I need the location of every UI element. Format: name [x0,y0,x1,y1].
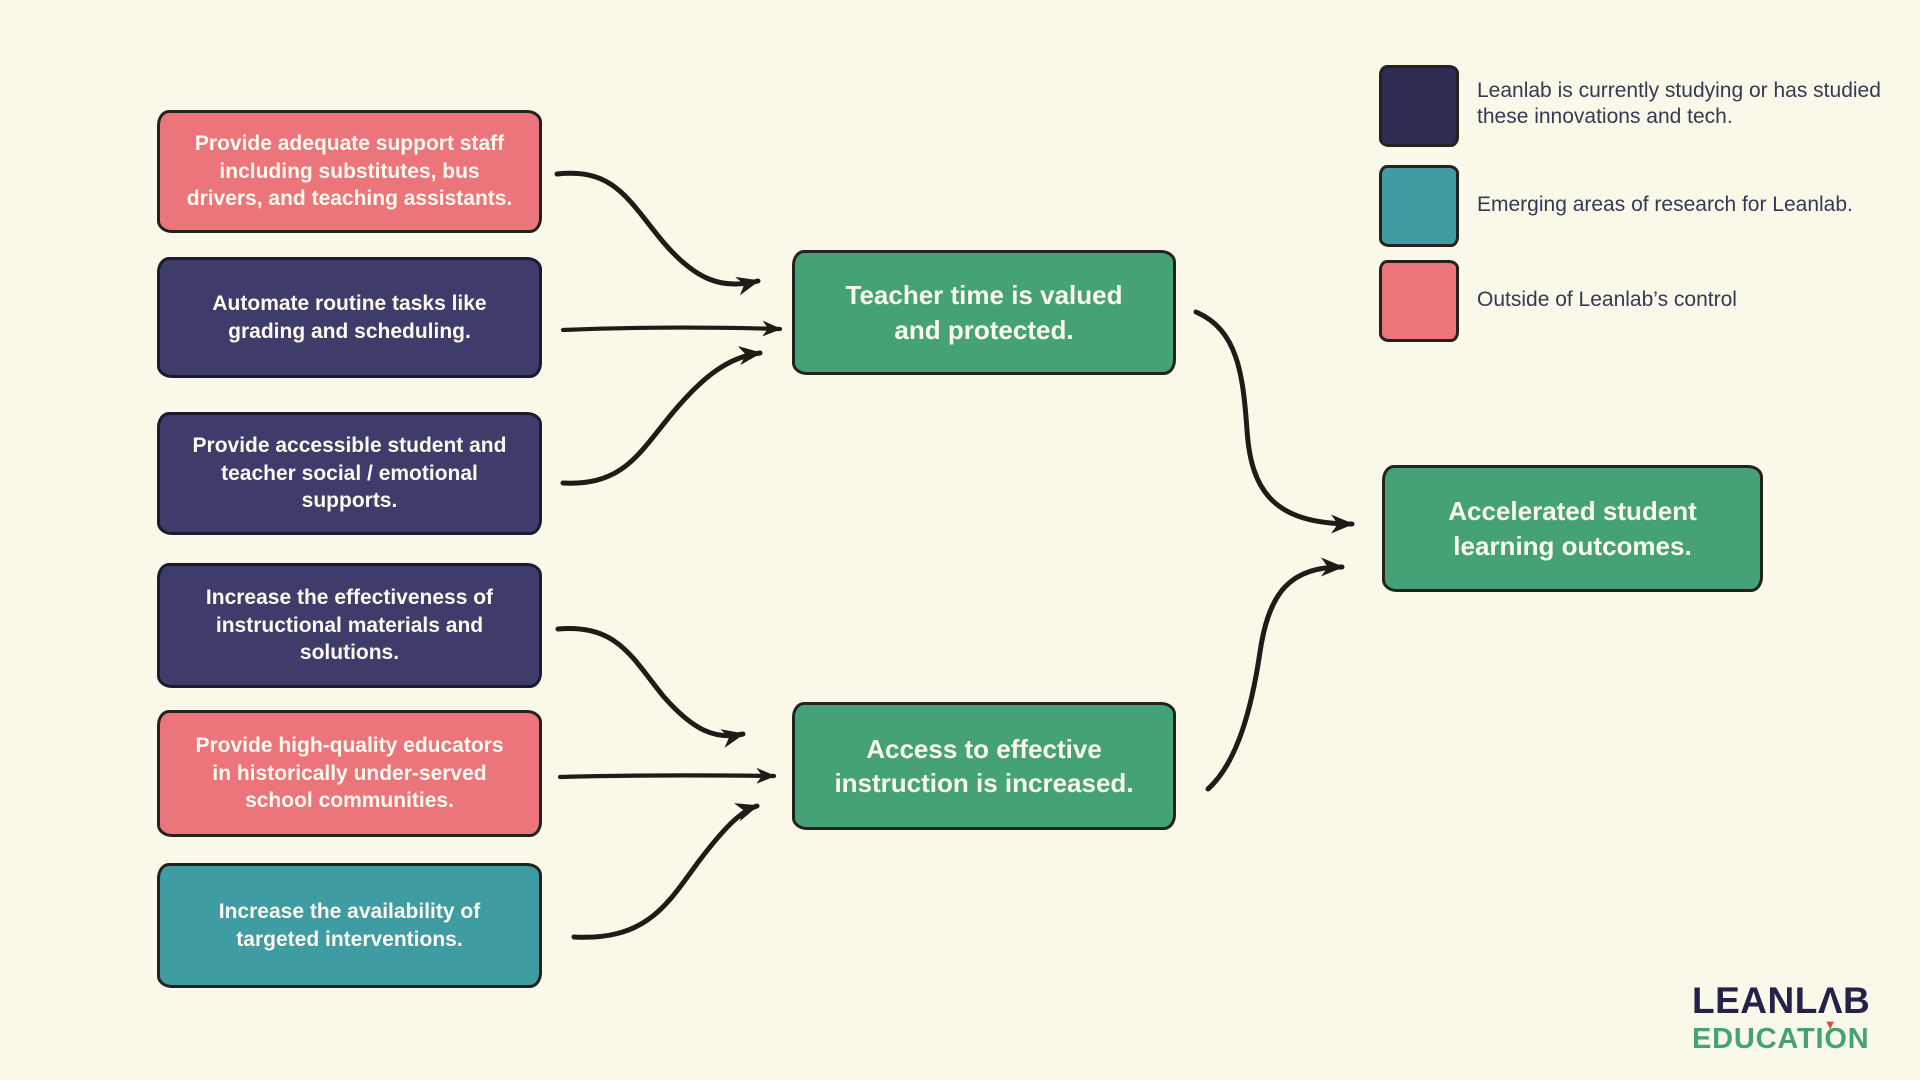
arrow-instructional-materials-to-access [555,626,746,748]
input-box-targeted-interventions: Increase the availability of targeted in… [157,863,542,988]
arrow-automate-tasks-to-teacher-time [560,320,783,337]
outcome-box-teacher-time: Teacher time is valued and protected. [792,250,1176,375]
logo-lambda-glyph: Λ [1817,980,1844,1021]
final-outcome-box-learning-outcomes: Accelerated student learning outcomes. [1382,465,1763,592]
legend-swatch-emerging [1379,165,1459,247]
arrow-support-staff-to-teacher-time [554,170,761,296]
input-box-support-staff: Provide adequate support staff including… [157,110,542,233]
legend-swatch-outside [1379,260,1459,342]
legend-label-emerging: Emerging areas of research for Leanlab. [1477,193,1853,216]
arrow-social-emotional-to-teacher-time [560,346,763,486]
logo-red-triangle-icon: ▼ [1823,1017,1838,1032]
arrow-educators-to-access [557,767,777,784]
input-box-social-emotional: Provide accessible student and teacher s… [157,412,542,535]
legend-label-studied: Leanlab is currently studying or has stu… [1477,79,1881,128]
outcome-box-access-instruction: Access to effective instruction is incre… [792,702,1176,830]
legend-label-outside: Outside of Leanlab’s control [1477,288,1737,311]
arrow-interventions-to-access [571,803,760,940]
input-box-automate-tasks: Automate routine tasks like grading and … [157,257,542,378]
arrow-access-to-final [1205,557,1345,792]
arrow-teacher-time-to-final [1193,309,1355,534]
input-box-instructional-materials: Increase the effectiveness of instructio… [157,563,542,688]
logo-wordmark-education: EDUCATION [1692,1023,1870,1055]
logo-text-leanl: LEANL [1692,980,1818,1021]
input-box-high-quality-educators: Provide high-quality educators in histor… [157,710,542,837]
legend-swatch-studied [1379,65,1459,147]
logo-text-b: B [1843,980,1871,1021]
